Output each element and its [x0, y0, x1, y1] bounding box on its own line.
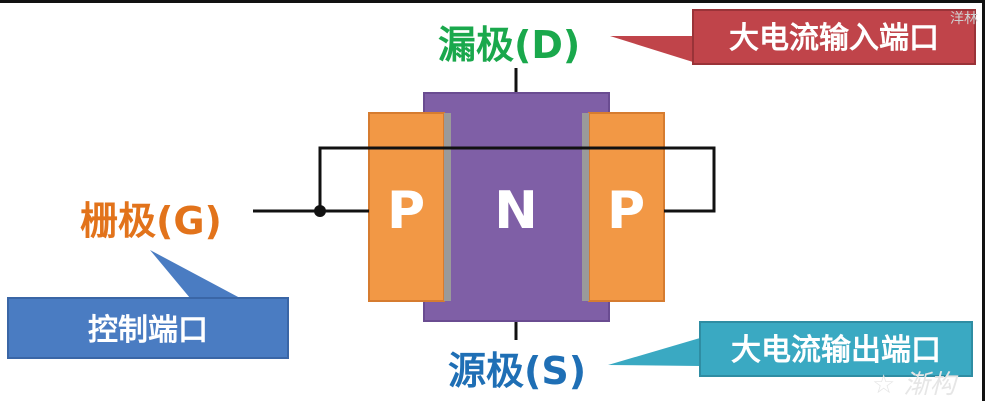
right-p-label: P — [607, 181, 645, 241]
left-p-label: P — [387, 181, 425, 241]
top-border — [0, 0, 985, 3]
right-p-region — [588, 112, 665, 302]
drain-label: 漏极(D) — [438, 23, 581, 67]
gate-callout-text: 控制端口 — [88, 313, 208, 348]
source-callout-text: 大电流输出端口 — [731, 333, 941, 368]
gate-label: 栅极(G) — [80, 199, 222, 243]
right-junction — [582, 113, 589, 301]
watermark-bottom: ☆ 渐构 — [872, 370, 956, 400]
watermark-top: 洋林 — [950, 11, 978, 27]
gate-junction-dot — [314, 205, 326, 217]
n-label: N — [494, 181, 538, 241]
left-junction — [444, 113, 451, 301]
n-region — [423, 92, 610, 322]
source-callout: 大电流输出端口 — [608, 321, 973, 377]
source-label: 源极(S) — [448, 349, 587, 393]
gate-loop-wire — [318, 146, 716, 213]
gate-callout: 控制端口 — [7, 250, 289, 359]
right-border — [982, 0, 985, 401]
drain-callout-text: 大电流输入端口 — [729, 21, 939, 56]
left-p-region — [368, 112, 445, 302]
drain-callout: 大电流输入端口 — [610, 9, 976, 65]
